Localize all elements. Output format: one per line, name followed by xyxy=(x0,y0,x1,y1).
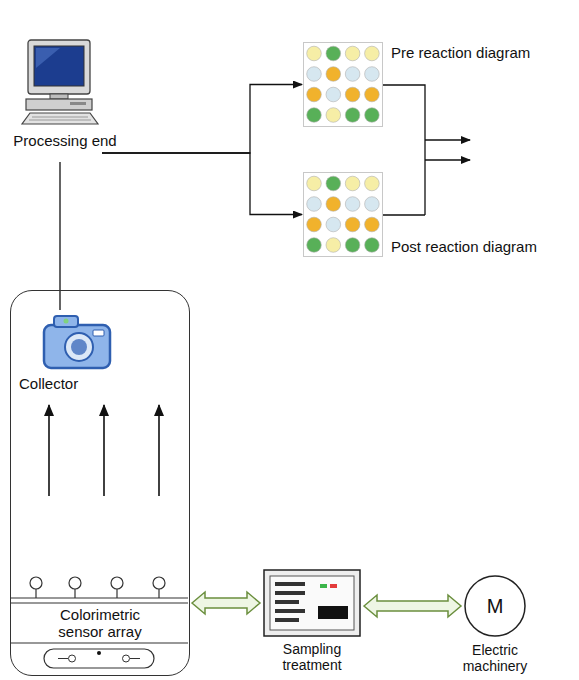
color-grid xyxy=(303,172,383,257)
sampling-device-icon xyxy=(262,568,362,638)
double-block-arrow xyxy=(364,595,461,617)
computer-node: Processing end xyxy=(10,38,120,160)
output-arrow xyxy=(425,139,470,140)
node-label: Collector xyxy=(19,375,109,392)
output-arrow xyxy=(425,159,470,160)
sampling-node: Sampling treatment xyxy=(262,568,362,676)
node-label: Electric machinery xyxy=(450,642,540,674)
grid-node: Pre reaction diagram xyxy=(303,42,568,130)
grid-label: Pre reaction diagram xyxy=(391,44,568,61)
sensor-label: Colorimetric sensor array xyxy=(39,606,161,640)
camera-icon xyxy=(41,311,113,371)
double-block-arrow xyxy=(192,592,260,614)
color-grid xyxy=(303,42,383,127)
motor-node: M Electric machinery xyxy=(450,570,540,676)
computer-icon xyxy=(20,38,100,126)
connector xyxy=(102,85,302,154)
node-label: Processing end xyxy=(10,132,120,149)
connector xyxy=(102,153,302,215)
grid-label: Post reaction diagram xyxy=(391,238,568,255)
grid-node: Post reaction diagram xyxy=(303,172,568,260)
connector xyxy=(59,162,60,310)
housing: Colorimetric sensor array Collector xyxy=(10,290,190,676)
merge-line xyxy=(383,85,425,215)
motor-letter: M xyxy=(463,574,527,638)
collector-node: Collector xyxy=(19,311,119,395)
node-label: Sampling treatment xyxy=(262,641,362,673)
